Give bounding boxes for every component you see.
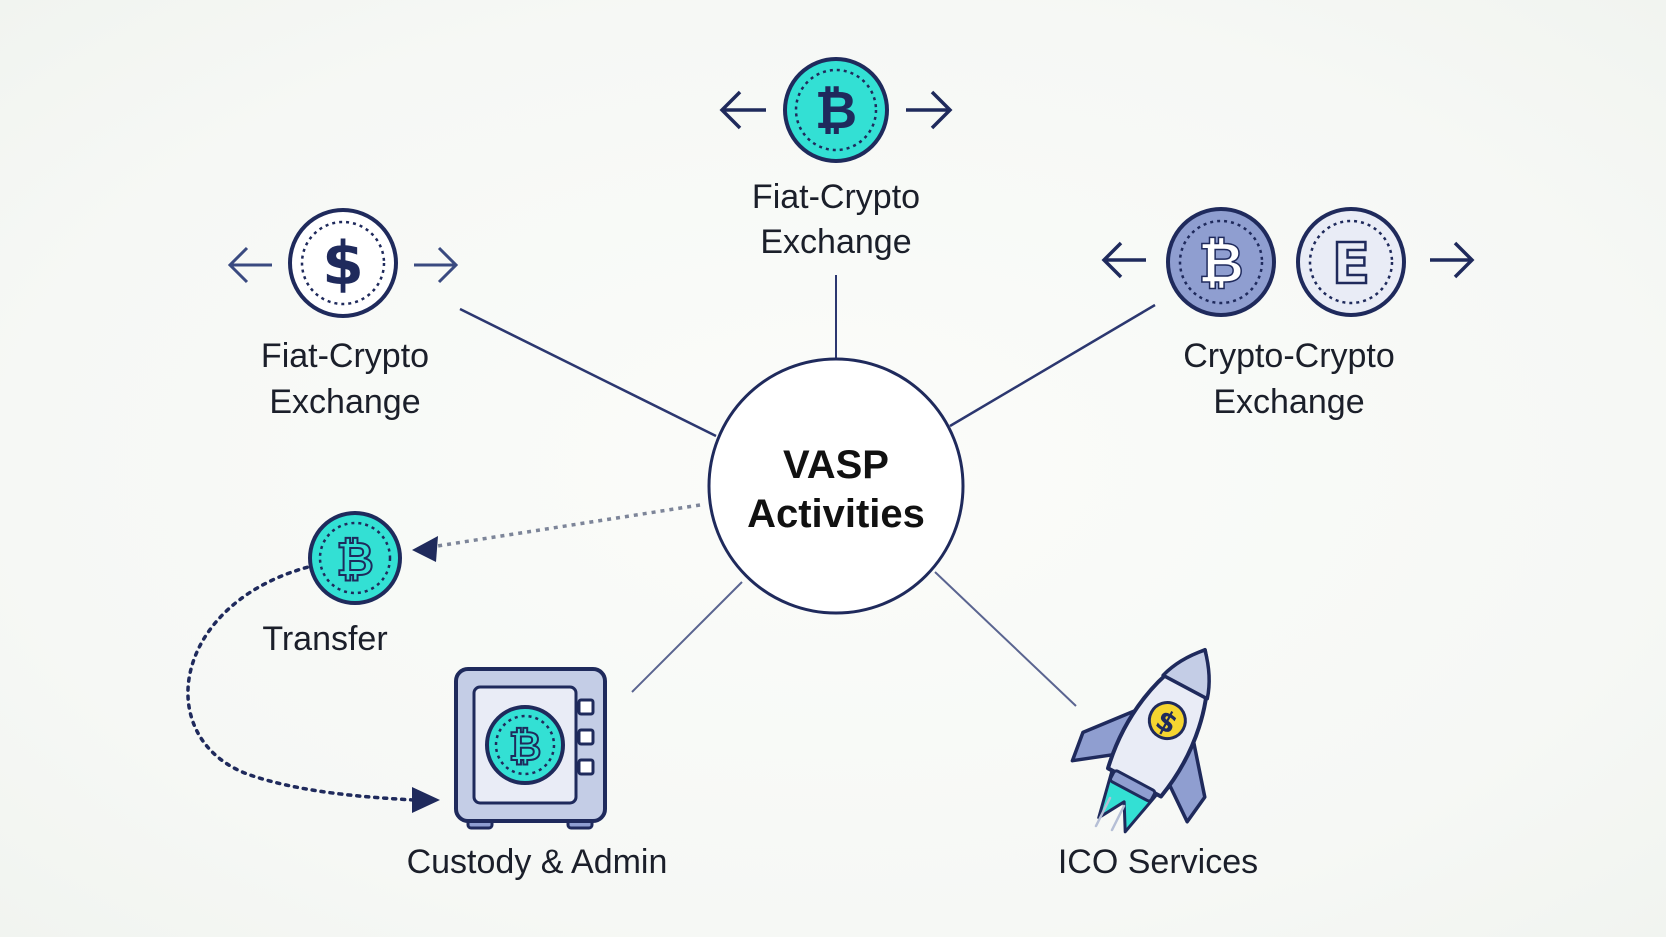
center-node: VASP Activities [707,357,965,615]
svg-text:₿: ₿ [336,532,374,586]
svg-text:$: $ [322,229,364,299]
node-label-line2: Exchange [1213,383,1364,421]
transfer-arrowhead [412,536,438,562]
connector-right [949,303,1156,428]
node-custody: ₿ Custody & Admin [407,667,668,881]
arrow-right-icon [1430,241,1475,279]
node-transfer: ₿ Transfer [262,511,402,658]
custody-arrowhead [412,787,440,813]
svg-text:E: E [1332,232,1370,297]
arrow-right-icon [414,246,459,284]
center-circle [707,357,965,615]
node-fiat-crypto-top: ₿ Fiat-Crypto Exchange [719,57,953,261]
connectors [186,275,1156,813]
svg-text:₿: ₿ [509,724,542,770]
rocket-icon: $ [1070,647,1211,834]
node-label-line2: Exchange [760,223,911,261]
node-label-line1: Fiat-Crypto [261,337,429,375]
node-label: ICO Services [1058,843,1258,881]
arrow-left-icon [227,246,272,284]
svg-text:₿: ₿ [1198,231,1244,296]
connector-ico [934,571,1077,707]
node-fiat-crypto-left: $ Fiat-Crypto Exchange [227,208,459,421]
arrow-left-icon [719,90,766,130]
arrow-left-icon [1101,241,1146,279]
arrow-right-icon [906,90,953,130]
center-label-line1: VASP [783,443,889,487]
connector-custody [631,581,743,693]
center-label-line2: Activities [747,492,925,536]
bitcoin-coin-icon: ₿ [783,57,889,163]
dollar-coin-icon: $ [288,208,398,318]
connector-left [459,307,717,438]
node-crypto-crypto: ₿ E Crypto-Crypto Exchange [1101,207,1475,421]
connector-transfer-dashed [417,503,701,551]
node-label-line1: Fiat-Crypto [752,178,920,216]
node-label-line1: Crypto-Crypto [1183,337,1395,375]
bitcoin-coin-icon: ₿ [308,511,402,605]
node-ico: $ ICO Services [1058,647,1258,881]
bitcoin-coin-icon: ₿ [1166,207,1276,317]
safe-vault-icon: ₿ [454,667,607,830]
svg-text:₿: ₿ [815,81,857,141]
motion-lines [1094,796,1126,832]
ether-coin-icon: E [1296,207,1406,317]
node-label: Transfer [262,620,387,658]
node-label-line2: Exchange [269,383,420,421]
node-label: Custody & Admin [407,843,668,881]
transfer-to-custody-dotted [186,563,416,802]
